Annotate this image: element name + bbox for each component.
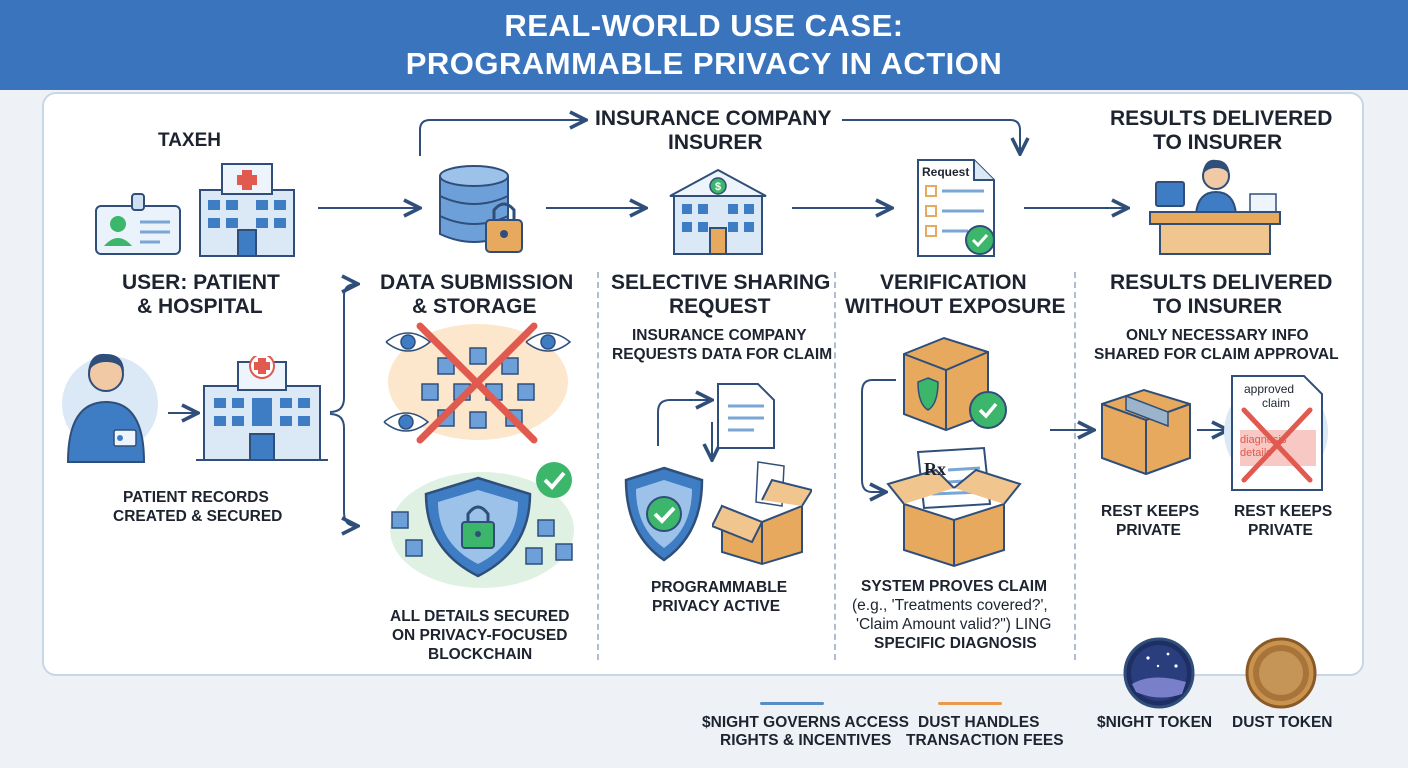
rx-box-icon	[886, 446, 1022, 568]
doc-line-4: details	[1240, 447, 1272, 459]
dust-legend-1: DUST HANDLES	[918, 714, 1040, 731]
request-doc-label: Request	[922, 165, 970, 179]
col5-right-caption-1: REST KEEPS	[1234, 503, 1333, 520]
bank-icon: $	[669, 168, 767, 255]
col3-sub-1: INSURANCE COMPANY	[632, 327, 807, 344]
hospital-icon	[196, 356, 328, 461]
title-line-1: REAL-WORLD USE CASE:	[504, 8, 904, 43]
insurer-heading-1: INSURANCE COMPANY	[595, 107, 832, 130]
dust-token-icon	[1245, 637, 1317, 709]
col3-caption-2: PRIVACY ACTIVE	[652, 598, 781, 615]
open-box-icon	[712, 461, 812, 566]
col5-sub-1: ONLY NECESSARY INFO	[1126, 327, 1309, 344]
col5-left-caption-2: PRIVATE	[1116, 522, 1181, 539]
package-icon	[1101, 388, 1191, 476]
taxeh-label: TAXEH	[158, 130, 221, 151]
col5-right-caption-2: PRIVATE	[1248, 522, 1313, 539]
doc-line-3: diagnosis	[1240, 434, 1287, 446]
col1-caption-2: CREATED & SECURED	[113, 508, 283, 525]
col1-heading-1: USER: PATIENT	[122, 271, 280, 294]
approved-claim-icon	[1224, 375, 1328, 491]
sealed-box-icon	[903, 336, 1007, 432]
divider-5	[1074, 272, 1076, 660]
col5-left-caption-1: REST KEEPS	[1101, 503, 1200, 520]
shield-check-icon	[624, 466, 704, 562]
col3-caption-1: PROGRAMMABLE	[651, 579, 788, 596]
id-card-icon	[95, 193, 181, 255]
col1-heading-2: & HOSPITAL	[137, 295, 263, 318]
col2-caption-2: ON PRIVACY-FOCUSED	[392, 627, 568, 644]
doc-line-1: approved	[1244, 382, 1295, 396]
col2-heading-2: & STORAGE	[412, 295, 537, 318]
col2-caption-3: BLOCKCHAIN	[428, 646, 533, 663]
blocked-network-icon	[383, 322, 572, 444]
night-legend-line	[760, 702, 824, 705]
night-legend-1: $NIGHT GOVERNS ACCESS	[702, 714, 909, 731]
rx-label: Rx	[924, 459, 946, 479]
insurer-heading-2: INSURER	[668, 131, 763, 154]
col3-heading-1: SELECTIVE SHARING	[611, 271, 831, 294]
divider-3	[597, 272, 599, 660]
title-banner: REAL-WORLD USE CASE: PROGRAMMABLE PRIVAC…	[0, 0, 1408, 90]
col4-caption-4: SPECIFIC DIAGNOSIS	[874, 635, 1037, 652]
dust-legend-2: TRANSACTION FEES	[906, 732, 1064, 749]
top-results-heading-1: RESULTS DELIVERED	[1110, 107, 1333, 130]
receptionist-icon	[1149, 159, 1281, 255]
hospital-icon	[199, 163, 295, 257]
dust-token-label: DUST TOKEN	[1232, 714, 1333, 731]
night-legend-2: RIGHTS & INCENTIVES	[720, 732, 892, 749]
request-document-icon	[917, 159, 995, 257]
col5-sub-2: SHARED FOR CLAIM APPROVAL	[1094, 346, 1339, 363]
divider-4	[834, 272, 836, 660]
svg-text:$: $	[715, 181, 721, 193]
patient-icon	[62, 353, 158, 463]
shield-network-icon	[390, 462, 574, 588]
col4-caption-2: (e.g., 'Treatments covered?',	[852, 597, 1048, 614]
col3-sub-2: REQUESTS DATA FOR CLAIM	[612, 346, 833, 363]
night-token-label: $NIGHT TOKEN	[1097, 714, 1213, 731]
night-token-icon	[1123, 637, 1195, 709]
doc-line-2: claim	[1262, 396, 1291, 410]
col4-heading-1: VERIFICATION	[880, 271, 1027, 294]
col2-heading-1: DATA SUBMISSION	[380, 271, 574, 294]
col3-heading-2: REQUEST	[669, 295, 771, 318]
top-results-heading-2: TO INSURER	[1153, 131, 1283, 154]
col5-heading-1: RESULTS DELIVERED	[1110, 271, 1333, 294]
col2-caption-1: ALL DETAILS SECURED	[390, 608, 570, 625]
dust-legend-line	[938, 702, 1002, 705]
col5-heading-2: TO INSURER	[1153, 295, 1283, 318]
col1-caption-1: PATIENT RECORDS	[123, 489, 269, 506]
col4-heading-2: WITHOUT EXPOSURE	[845, 295, 1066, 318]
col4-caption-3: 'Claim Amount valid?") LING	[856, 616, 1052, 633]
request-document-icon	[717, 383, 775, 449]
col4-caption-1: SYSTEM PROVES CLAIM	[861, 578, 1048, 595]
title-line-2: PROGRAMMABLE PRIVACY IN ACTION	[405, 46, 1003, 81]
database-lock-icon	[439, 165, 523, 253]
